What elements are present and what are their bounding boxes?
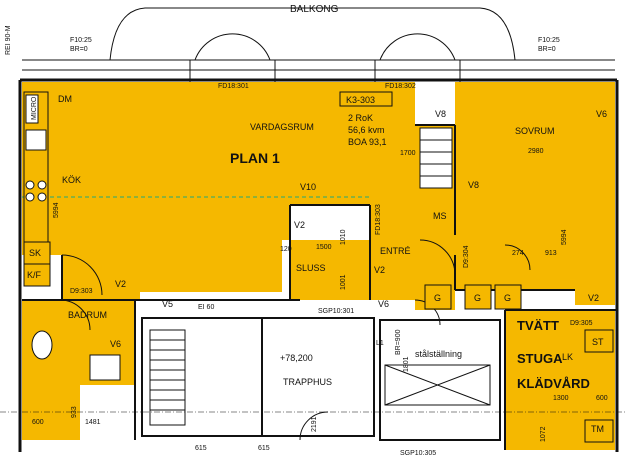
bath-fixtures bbox=[31, 299, 121, 381]
tag-d9-303: D9:303 bbox=[70, 288, 93, 295]
dim-600-a: 600 bbox=[32, 419, 44, 426]
apartment-type: 2 RoK bbox=[348, 113, 373, 123]
dim-5994-a: 5994 bbox=[53, 202, 60, 218]
room-laundry-2: STUGA bbox=[517, 351, 563, 366]
dim-600-b: 600 bbox=[596, 395, 608, 402]
wall-v10: V10 bbox=[300, 182, 316, 192]
tag-d9-304: D9:304 bbox=[463, 245, 470, 268]
wall-v2-d: V2 bbox=[588, 293, 599, 303]
label-tm: TM bbox=[591, 424, 604, 434]
wall-v6-a: V6 bbox=[596, 109, 607, 119]
tag-ei60: EI 60 bbox=[198, 304, 214, 311]
tag-sgp1: SGP10:301 bbox=[318, 308, 354, 315]
plan-title: PLAN 1 bbox=[230, 150, 280, 166]
fire-window-1-br: BR=0 bbox=[70, 46, 88, 53]
fire-window-1-code: F10:25 bbox=[70, 37, 92, 44]
living-room-area bbox=[22, 82, 455, 300]
room-kitchen: KÖK bbox=[62, 175, 81, 185]
dim-1072: 1072 bbox=[540, 426, 547, 442]
tag-fd1: FD18:301 bbox=[218, 83, 249, 90]
kitchen-counter bbox=[23, 91, 51, 287]
wall-v8-b: V8 bbox=[468, 180, 479, 190]
room-bathroom: BADRUM bbox=[68, 310, 107, 320]
side-code: REI 90-M bbox=[5, 25, 12, 55]
dim-615-b: 615 bbox=[258, 445, 270, 452]
fire-window-2-code: F10:25 bbox=[538, 37, 560, 44]
dim-1481: 1481 bbox=[85, 419, 101, 426]
tag-br: BR=900 bbox=[395, 329, 402, 355]
label-g-3: G bbox=[504, 293, 511, 303]
inner-stair bbox=[419, 127, 453, 189]
dim-913: 913 bbox=[545, 250, 557, 257]
apartment-id: K3-303 bbox=[346, 95, 375, 105]
floor-areas bbox=[22, 82, 615, 450]
label-micro: MICRO bbox=[31, 96, 38, 120]
balcony bbox=[22, 7, 615, 82]
lower-left-area bbox=[22, 385, 80, 440]
label-sk: SK bbox=[29, 248, 41, 258]
tag-sgp2: SGP10:305 bbox=[400, 450, 436, 457]
tag-d9-305: D9:305 bbox=[570, 320, 593, 327]
room-living: VARDAGSRUM bbox=[250, 122, 314, 132]
wall-v6-c: V6 bbox=[378, 299, 389, 309]
label-dm: DM bbox=[58, 94, 72, 104]
dim-1801: 1801 bbox=[403, 356, 410, 372]
room-laundry-1: TVÄTT bbox=[517, 318, 559, 333]
apartment-id-box bbox=[339, 91, 393, 107]
dim-120: 120 bbox=[280, 246, 292, 253]
label-lk: LK bbox=[562, 352, 573, 362]
wall-v2-a: V2 bbox=[294, 220, 305, 230]
tag-fd3: FD18:303 bbox=[375, 204, 382, 235]
room-stairwell: TRAPPHUS bbox=[283, 377, 332, 387]
label-kf: K/F bbox=[27, 270, 42, 280]
room-entrance: ENTRÉ bbox=[380, 246, 411, 256]
apartment-boa: BOA 93,1 bbox=[348, 137, 387, 147]
label-g-2: G bbox=[474, 293, 481, 303]
dim-5994-b: 5994 bbox=[561, 229, 568, 245]
label-ms: MS bbox=[433, 211, 447, 221]
stairwell bbox=[141, 317, 501, 441]
washer-boxes bbox=[424, 284, 614, 443]
dim-1001: 1001 bbox=[340, 274, 347, 290]
dim-1700: 1700 bbox=[400, 150, 416, 157]
dim-2191: 2191 bbox=[311, 416, 318, 432]
room-closet: KLÄDVÅRD bbox=[517, 376, 590, 391]
tag-fd2: FD18:302 bbox=[385, 83, 416, 90]
wall-v2-c: V2 bbox=[115, 279, 126, 289]
room-sluice: SLUSS bbox=[296, 263, 326, 273]
balcony-label: BALKONG bbox=[290, 4, 339, 15]
wall-v2-b: V2 bbox=[374, 265, 385, 275]
exterior-walls bbox=[18, 78, 619, 452]
tag-elevation: +78,200 bbox=[280, 353, 313, 363]
sluice-area bbox=[290, 240, 370, 300]
dim-1500: 1500 bbox=[316, 244, 332, 251]
dim-1300: 1300 bbox=[553, 395, 569, 402]
label-g-1: G bbox=[434, 293, 441, 303]
wall-l1: L1 bbox=[376, 340, 384, 347]
label-st: ST bbox=[592, 337, 604, 347]
dim-2980: 2980 bbox=[528, 148, 544, 155]
wall-v8-a: V8 bbox=[435, 109, 446, 119]
dim-274: 274 bbox=[512, 250, 524, 257]
apartment-area: 56,6 kvm bbox=[348, 125, 385, 135]
wall-v6-b: V6 bbox=[110, 339, 121, 349]
bedroom-area bbox=[455, 82, 615, 305]
room-bedroom: SOVRUM bbox=[515, 126, 555, 136]
fire-window-2-br: BR=0 bbox=[538, 46, 556, 53]
dim-615-a: 615 bbox=[195, 445, 207, 452]
dim-1010: 1010 bbox=[340, 229, 347, 245]
room-rack: stålställning bbox=[415, 349, 462, 359]
wall-v5: V5 bbox=[162, 299, 173, 309]
